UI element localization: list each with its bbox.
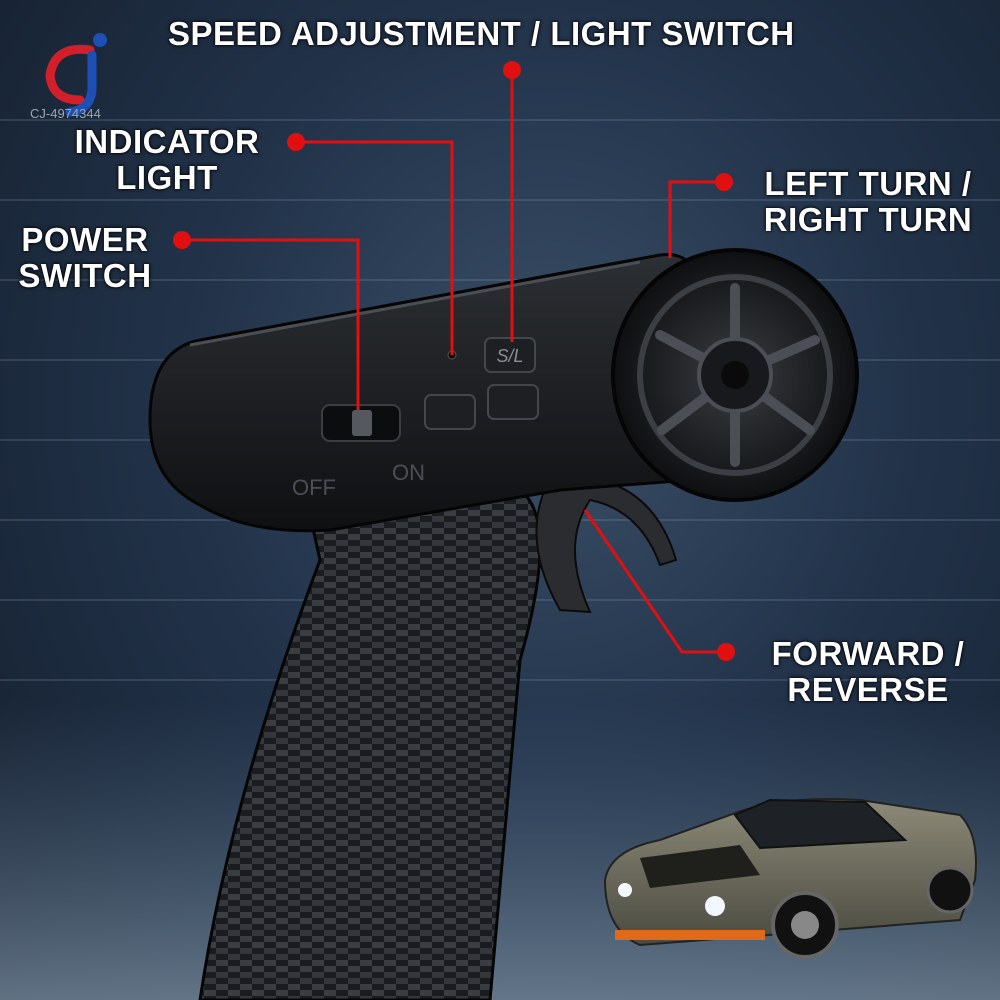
callout-power-line2: SWITCH [18,257,152,294]
turn-callout-line [668,180,724,258]
indicator-callout-line [296,140,454,355]
callout-forward-reverse: FORWARD / REVERSE [756,636,980,708]
power-callout-line [182,238,360,410]
callout-dots [173,61,735,661]
turn-callout-dot [715,173,733,191]
callout-power-line1: POWER [21,221,149,258]
callout-speed-adjustment: SPEED ADJUSTMENT / LIGHT SWITCH [168,16,795,52]
callout-lines [182,70,726,654]
callout-forward-line2: REVERSE [787,671,949,708]
sl-button[interactable] [484,337,536,373]
controller-body [148,253,702,533]
callout-power-switch: POWER SWITCH [10,222,160,294]
callout-turn-line1: LEFT TURN / [764,165,972,202]
speed-callout-dot [503,61,521,79]
button-right[interactable] [487,384,539,420]
sl-button-label: S/L [496,346,523,366]
callout-left-right-turn: LEFT TURN / RIGHT TURN [748,166,988,238]
throttle-trigger [535,474,678,614]
on-label: ON [392,460,425,485]
brand-logo-icon [45,33,107,117]
callout-speed-text: SPEED ADJUSTMENT / LIGHT SWITCH [168,15,795,52]
callout-indicator-line2: LIGHT [116,159,218,196]
callout-turn-line2: RIGHT TURN [763,201,973,238]
button-left[interactable] [424,394,476,430]
callout-indicator-line1: INDICATOR [74,123,260,160]
forward-callout-dot [717,643,735,661]
steering-wheel[interactable] [611,248,859,502]
off-label: OFF [292,475,336,500]
power-callout-dot [173,231,191,249]
callout-forward-line1: FORWARD / [771,635,965,672]
brand-code: CJ-4974344 [30,106,101,121]
forward-callout-line [583,509,726,654]
power-switch-slider[interactable] [352,410,372,436]
callout-indicator-light: INDICATOR LIGHT [62,124,272,196]
rc-car [603,798,977,959]
indicator-callout-dot [287,133,305,151]
controller-top-ridge [189,260,641,347]
